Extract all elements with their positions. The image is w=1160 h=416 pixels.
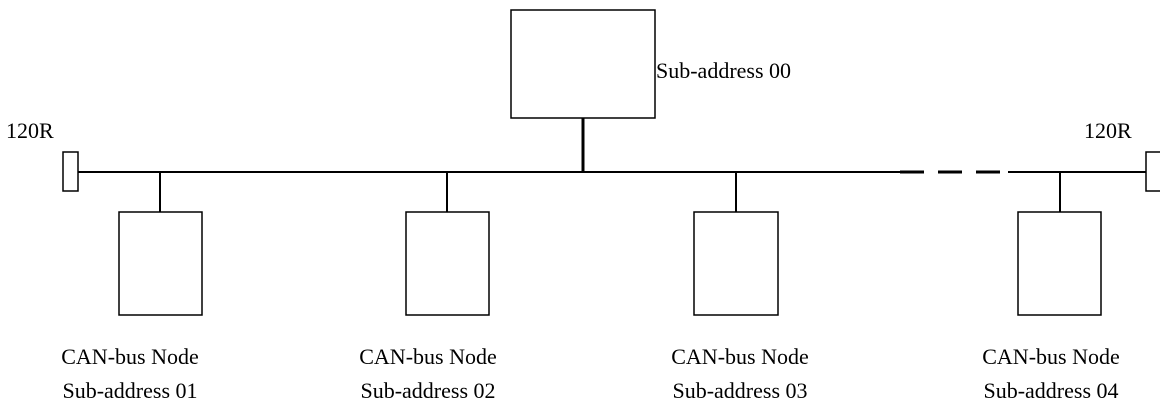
terminator-right-label: 120R bbox=[1084, 118, 1132, 143]
master-node-box bbox=[510, 9, 656, 119]
node-address-01: Sub-address 01 bbox=[62, 378, 198, 403]
node-address-04: Sub-address 04 bbox=[983, 378, 1119, 403]
node-type-04: CAN-bus Node bbox=[982, 344, 1120, 369]
node-box-04 bbox=[1017, 211, 1102, 316]
terminator-right bbox=[1145, 151, 1160, 192]
master-node-label: Sub-address 00 bbox=[656, 58, 792, 83]
node-type-01: CAN-bus Node bbox=[61, 344, 199, 369]
node-address-03: Sub-address 03 bbox=[672, 378, 808, 403]
node-box-03 bbox=[693, 211, 779, 316]
node-box-02 bbox=[405, 211, 490, 316]
node-label-04: CAN-bus Node Sub-address 04 bbox=[961, 345, 1141, 403]
node-box-01 bbox=[118, 211, 203, 316]
terminator-left-label: 120R bbox=[6, 118, 54, 143]
terminator-left bbox=[62, 151, 79, 192]
node-type-03: CAN-bus Node bbox=[671, 344, 809, 369]
node-label-03: CAN-bus Node Sub-address 03 bbox=[650, 345, 830, 403]
node-type-02: CAN-bus Node bbox=[359, 344, 497, 369]
node-label-02: CAN-bus Node Sub-address 02 bbox=[338, 345, 518, 403]
node-address-02: Sub-address 02 bbox=[360, 378, 496, 403]
node-label-01: CAN-bus Node Sub-address 01 bbox=[40, 345, 220, 403]
